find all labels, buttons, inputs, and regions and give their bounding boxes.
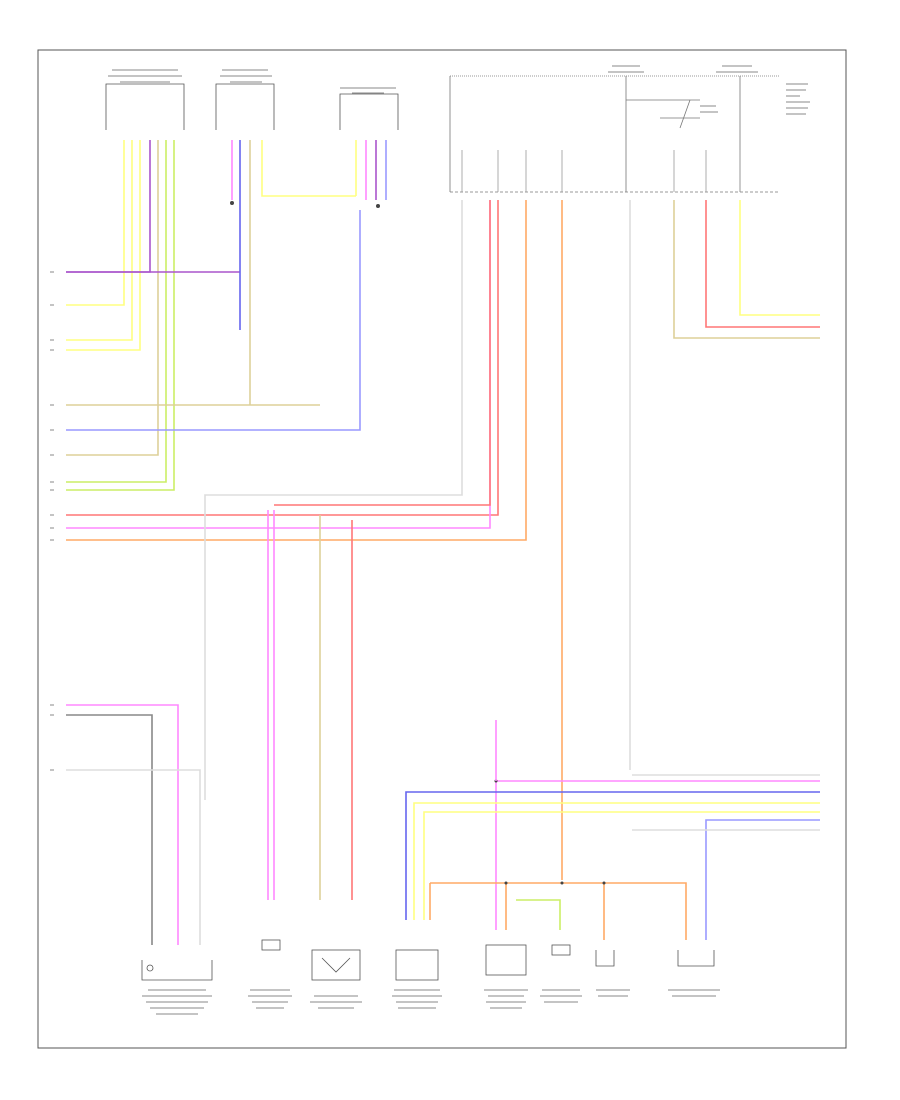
fuse-block-right [625, 76, 741, 192]
module-top-mid [215, 83, 275, 130]
wires-bottom-bus [405, 774, 820, 940]
wires-module-left [66, 140, 175, 491]
wires-module-mid [231, 140, 356, 405]
module-top-right [339, 93, 399, 130]
splice [560, 881, 564, 885]
module-labels [108, 69, 396, 94]
fuse-block-left [449, 75, 780, 193]
diagram-frame [37, 49, 847, 1049]
wires-drops [267, 200, 491, 900]
splice [602, 881, 606, 885]
wires-module-right [355, 140, 387, 200]
splice [504, 881, 508, 885]
fuse-drops [461, 150, 741, 192]
pump-module [485, 944, 527, 976]
component-labels [142, 989, 720, 1015]
ground-symbol [376, 204, 380, 208]
wires-bus-mid [66, 200, 527, 541]
module-top-left [105, 83, 185, 130]
ground-symbol [230, 201, 234, 205]
pressure-sensor [395, 949, 439, 981]
fuse-labels [608, 65, 810, 115]
connector-a [261, 939, 281, 951]
fuel-tank-sensor [141, 960, 213, 981]
valve-c [551, 944, 571, 956]
fuel-tank-component [677, 950, 715, 967]
left-wire-tags [50, 271, 54, 771]
wires-fuse-out [204, 200, 820, 880]
valve-d [595, 950, 615, 967]
relay-b [311, 949, 361, 981]
wires-fuel-tank-sensor [66, 704, 201, 945]
